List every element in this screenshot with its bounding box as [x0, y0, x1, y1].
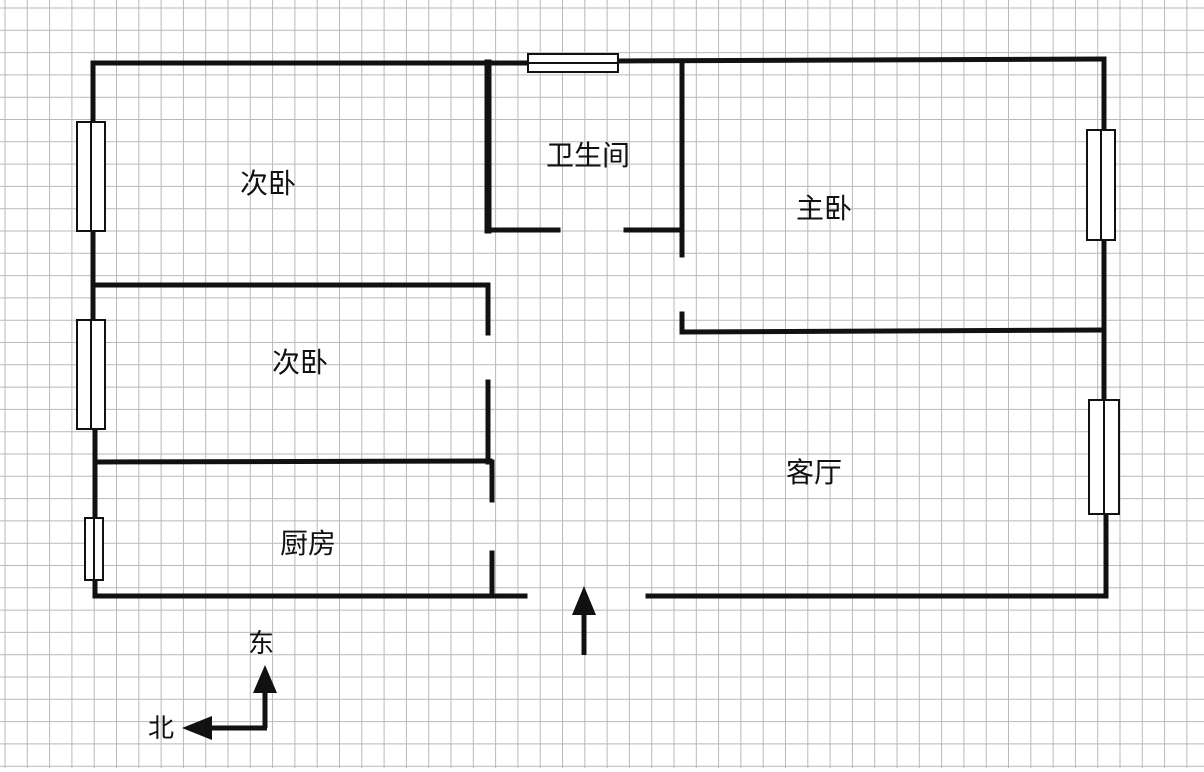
label-living-room: 客厅: [786, 456, 842, 489]
label-master-bedroom: 主卧: [796, 192, 852, 225]
wall-top-right: [615, 56, 1107, 64]
room-labels: 次卧 卫生间 主卧 次卧 客厅 厨房: [240, 139, 852, 560]
compass-labels: 东 北: [148, 629, 274, 744]
walls: [90, 56, 1109, 599]
label-kitchen: 厨房: [280, 527, 336, 560]
label-east: 东: [248, 629, 274, 659]
window-top: [527, 53, 619, 73]
windows: [76, 53, 1120, 581]
wall-kitchen-top: [92, 458, 493, 465]
entrance-arrow-icon: [572, 586, 596, 655]
label-bedroom-top: 次卧: [240, 167, 296, 200]
label-bedroom-middle: 次卧: [272, 346, 328, 379]
compass: [182, 665, 277, 740]
compass-east-arrow-icon: [253, 665, 277, 728]
window-left-1: [76, 121, 106, 232]
compass-north-arrow-icon: [182, 716, 267, 740]
wall-master-bottom: [679, 327, 1107, 335]
window-right-2: [1088, 399, 1120, 515]
label-bathroom: 卫生间: [546, 139, 630, 172]
window-right-1: [1086, 129, 1116, 241]
window-left-3: [84, 517, 104, 581]
window-left-2: [76, 319, 106, 430]
label-north: 北: [148, 714, 174, 744]
